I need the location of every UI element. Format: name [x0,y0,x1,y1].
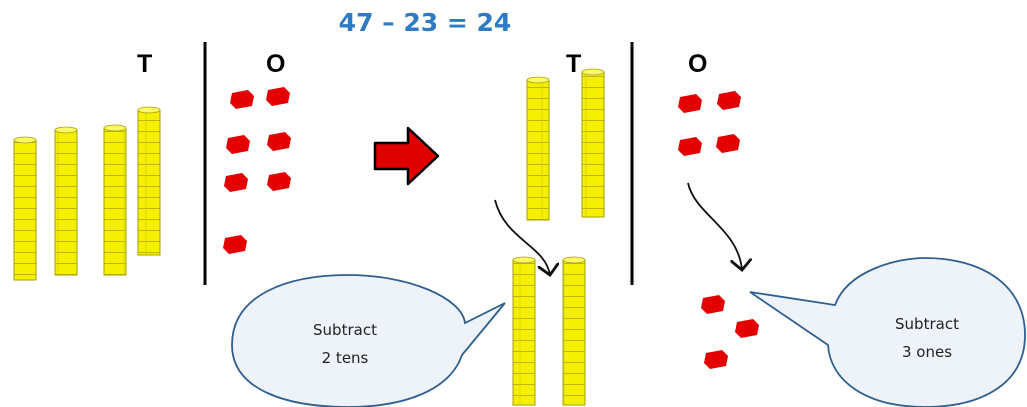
left-ones-cubes [223,87,291,254]
tens-rod [526,76,550,221]
ones-cube [224,173,248,192]
callout-ones-text: Subtract 3 ones [862,310,992,366]
ones-cube [226,135,250,154]
tens-removal-arrow [494,199,550,275]
ones-cube [704,350,728,369]
ones-cube [267,132,291,151]
ones-cube [223,235,247,254]
callout-tens-line2: 2 tens [321,349,369,367]
ones-cube [678,137,702,156]
ones-cube [735,319,759,338]
left-tens-header: T [137,50,153,78]
ones-removal-arrow [687,182,742,270]
tens-rod [137,106,161,256]
ones-cube [678,94,702,113]
ones-cube [701,295,725,314]
removed-tens [512,256,586,406]
ones-cube [266,87,290,106]
callout-tens-text: Subtract 2 tens [280,316,410,372]
left-tens-rods [13,106,161,281]
callout-ones-line1: Subtract [895,315,959,333]
tens-rod [13,136,37,281]
right-tens-header: T [566,50,582,78]
tens-rod [581,68,605,218]
callout-ones-bubble [749,257,1026,407]
callout-tens-line1: Subtract [313,321,377,339]
left-ones-header: O [266,50,286,78]
ones-cube [716,134,740,153]
callout-tens-bubble [231,274,506,407]
right-remaining-ones [678,91,741,156]
ones-cube [230,90,254,109]
right-ones-header: O [688,50,708,78]
tens-rod [103,124,127,276]
ones-cube [717,91,741,110]
right-remaining-tens [526,68,605,221]
right-arrow-icon [373,126,440,186]
tens-rod [512,256,536,406]
callout-ones-line2: 3 ones [901,343,953,361]
tens-rod [54,126,78,276]
removed-ones [701,295,759,369]
tens-rod [562,256,586,406]
equation-title: 47 – 23 = 24 [338,8,512,37]
ones-cube [267,172,291,191]
